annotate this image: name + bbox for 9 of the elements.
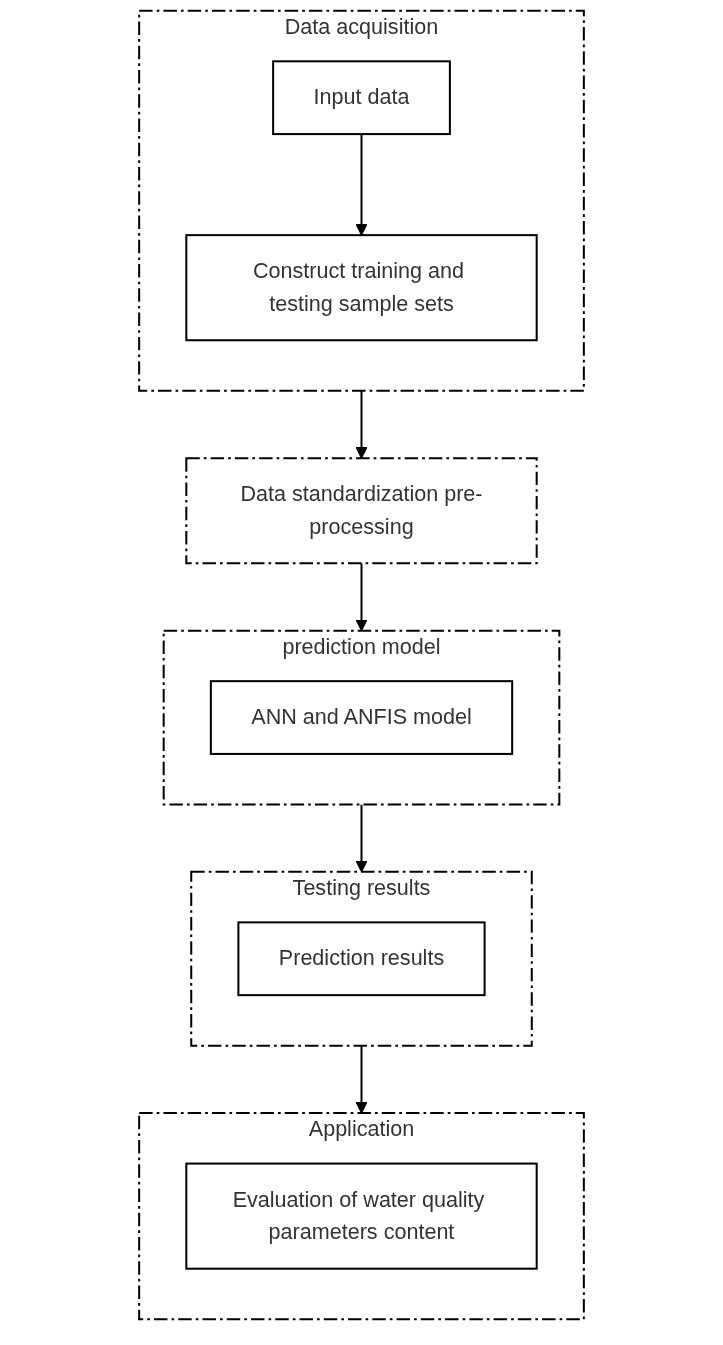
process-box: Data standardization pre-processing	[185, 457, 538, 565]
process-box: Evaluation of water quality parameters content	[185, 1162, 538, 1270]
process-box: Prediction results	[237, 921, 486, 997]
arrow	[355, 390, 368, 459]
arrow	[355, 1045, 368, 1114]
arrow	[355, 134, 368, 236]
process-box: Input data	[272, 60, 451, 136]
process-box: ANN and ANFIS model	[209, 680, 514, 755]
process-box: Construct training and testing sample sets	[185, 234, 538, 342]
